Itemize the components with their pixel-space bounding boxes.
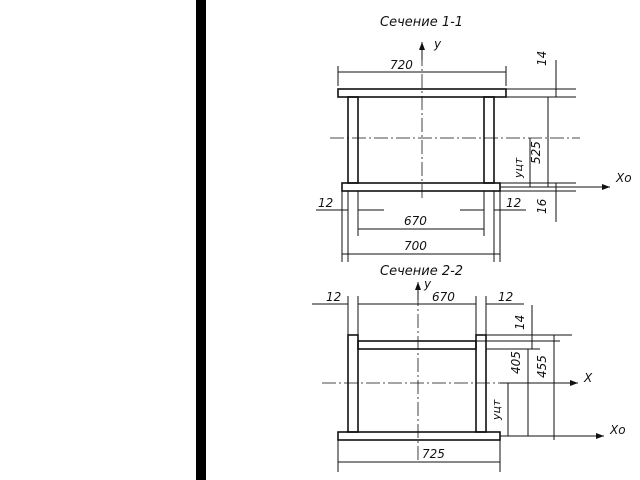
section-2-dim-12-right: 12 — [498, 290, 513, 304]
section-2-dim-yc: yцт — [490, 399, 503, 421]
section-2-dim-405: 405 — [509, 351, 523, 374]
section-2-dim-725: 725 — [422, 447, 445, 461]
section-2-left-wall — [347, 334, 359, 433]
section-1-dim-670: 670 — [404, 214, 427, 228]
section-1-bottom-flange — [341, 182, 501, 192]
section-2-bottom-flange — [337, 431, 501, 441]
section-2-top-plate — [357, 340, 477, 350]
section-1-1: Сечение 1-1 y Xo 720 14 525 — [316, 15, 632, 262]
section-1-dim-700: 700 — [404, 239, 427, 253]
section-2-y-axis-label: y — [423, 277, 432, 291]
section-1-x0-label: Xo — [615, 171, 632, 185]
section-1-dim-14: 14 — [535, 51, 549, 66]
section-1-title: Сечение 1-1 — [380, 15, 463, 30]
section-1-dim-720: 720 — [390, 58, 413, 72]
section-1-right-web — [483, 96, 495, 184]
section-2-dim-455: 455 — [535, 355, 549, 378]
section-2-x0-label: Xo — [609, 423, 626, 437]
section-2-right-wall — [475, 334, 487, 433]
section-2-dim-14: 14 — [513, 315, 527, 330]
section-1-y-axis-label: y — [433, 37, 442, 51]
section-1-dim-yc: yцт — [512, 157, 525, 179]
section-1-dim-12-right: 12 — [506, 196, 521, 210]
section-2-dim-12-left: 12 — [326, 290, 341, 304]
section-2-x-label: X — [583, 371, 593, 385]
section-1-left-web — [347, 96, 359, 184]
section-2-dim-670: 670 — [432, 290, 455, 304]
section-1-dim-16: 16 — [535, 198, 549, 214]
section-2-title: Сечение 2-2 — [380, 264, 463, 279]
section-1-dim-12-left: 12 — [318, 196, 333, 210]
section-1-top-flange — [337, 88, 507, 98]
left-border-bar — [196, 0, 206, 480]
section-1-dim-525: 525 — [529, 141, 543, 164]
section-2-2: Сечение 2-2 y X Xo 12 670 12 — [312, 264, 626, 472]
